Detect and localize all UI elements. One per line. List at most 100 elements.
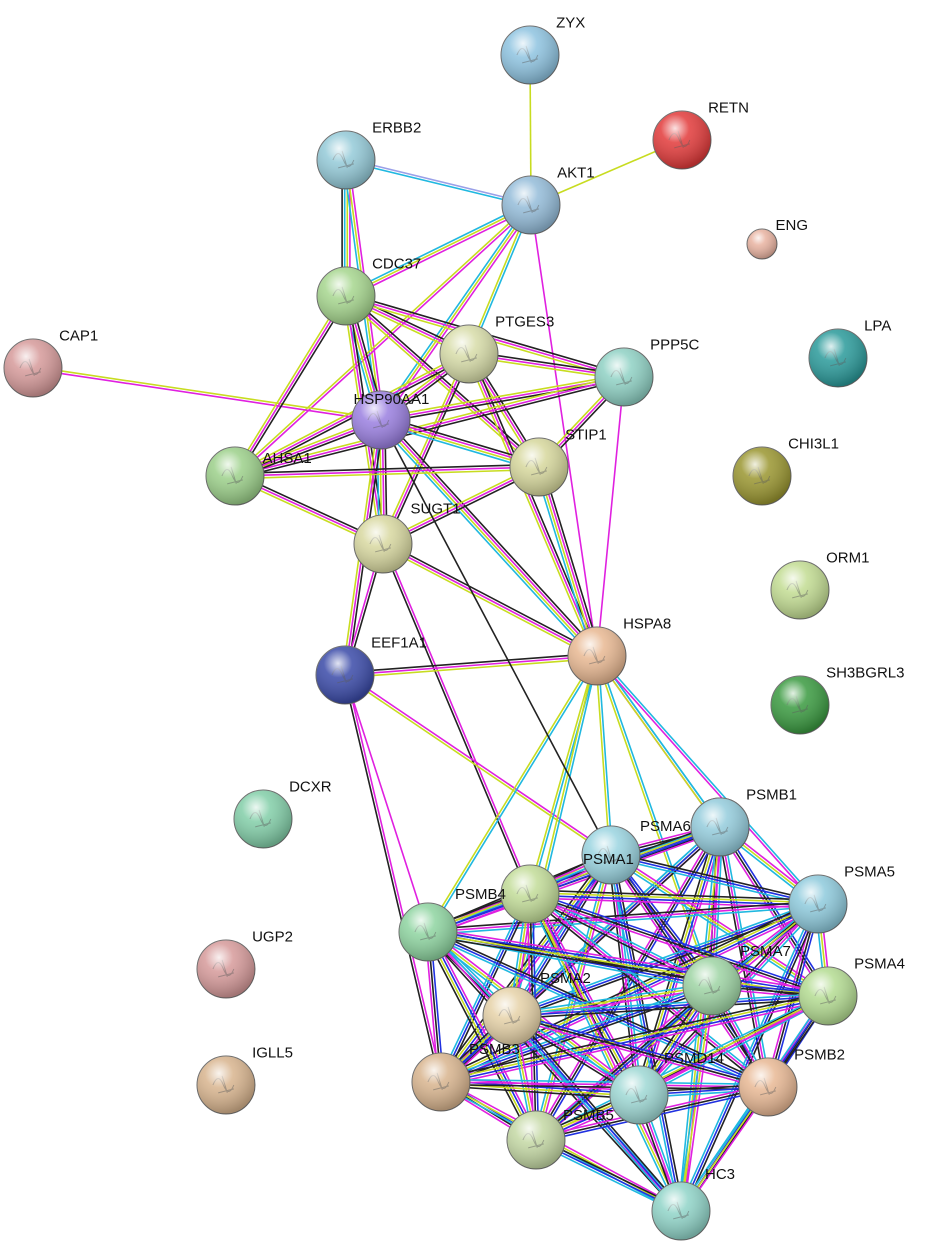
node-label: PSMA1 [583, 851, 634, 868]
node-psmb3[interactable]: PSMB3 [411, 1041, 520, 1112]
edge-CAP1-HSP90AA1 [32, 368, 381, 423]
node-label: SUGT1 [411, 501, 461, 518]
edge-SUGT1-PSMB4 [381, 544, 530, 895]
node-retn[interactable]: RETN [652, 99, 749, 170]
node-ahsa1[interactable]: AHSA1 [205, 446, 312, 506]
edge-PSMB3-PSMB2 [441, 1078, 769, 1086]
node-gloss [809, 329, 867, 387]
edge-PSMA1-PSMA4 [610, 854, 829, 997]
edge-HSPA8-PSMA2 [509, 655, 597, 1016]
node-gloss [234, 790, 292, 848]
node-gloss [440, 325, 498, 383]
edge-PSMA1-PSMB3 [437, 852, 609, 1081]
node-psma1[interactable]: PSMA1 [581, 825, 641, 885]
node-label: SH3BGRL3 [826, 664, 904, 681]
node-hsp90aa1[interactable]: HSP90AA1 [351, 390, 429, 450]
node-cdc37[interactable]: CDC37 [316, 255, 421, 326]
node-stip1[interactable]: STIP1 [509, 426, 607, 497]
node-label: HC3 [705, 1166, 735, 1183]
edge-PSMA7-PSMA2 [511, 982, 712, 1015]
edge-PSMA1-PSMA4 [611, 852, 830, 995]
node-gloss [399, 903, 457, 961]
node-psmb2[interactable]: PSMB2 [738, 1046, 845, 1117]
node-gloss [507, 1111, 565, 1169]
node-sugt1[interactable]: SUGT1 [353, 501, 461, 574]
edge-PSMA5-HC3 [677, 902, 817, 1211]
node-orm1[interactable]: ORM1 [770, 549, 869, 620]
edge-CDC37-AHSA1 [236, 296, 349, 478]
node-ptges3[interactable]: PTGES3 [439, 313, 554, 384]
node-lpa[interactable]: LPA [808, 317, 891, 388]
edge-EEF1A1-PSMB3 [345, 674, 444, 1082]
edge-PSMA5-PSMB4_ALT [427, 903, 819, 933]
node-label: AHSA1 [263, 450, 312, 467]
edge-EEF1A1-HSPA8 [344, 655, 598, 676]
node-igll5[interactable]: IGLL5 [196, 1044, 293, 1115]
edge-PTGES3-SUGT1 [379, 352, 468, 544]
node-psma6[interactable]: PSMA6 [640, 797, 750, 857]
edge-PSMA2-PSMB2 [511, 1017, 768, 1091]
node-gloss [771, 561, 829, 619]
node-chi3l1[interactable]: CHI3L1 [732, 435, 839, 506]
edge-EEF1A1-HSPA8 [344, 652, 597, 674]
node-psmb4_alt[interactable] [398, 902, 458, 962]
edge-ERBB2-AKT1 [345, 160, 531, 208]
node-eng[interactable]: ENG [746, 217, 808, 260]
node-label: CDC37 [372, 255, 421, 272]
node-hc3[interactable]: HC3 [651, 1166, 735, 1241]
node-psmb5[interactable]: PSMB5 [506, 1107, 614, 1170]
node-ppp5c[interactable]: PPP5C [594, 336, 699, 407]
node-label: AKT1 [557, 164, 595, 181]
node-cap1[interactable]: CAP1 [3, 327, 98, 398]
node-zyx[interactable]: ZYX [500, 14, 585, 85]
edge-HSPA8-PSMA1 [597, 655, 614, 855]
edge-AHSA1-STIP1 [234, 463, 539, 475]
edge-PSMA4-PSMB5 [536, 997, 830, 1144]
node-label: PSMA4 [854, 955, 905, 972]
edge-AKT1-AHSA1 [233, 203, 531, 476]
edge-PSMB3-PSMB2 [440, 1081, 769, 1088]
edge-STIP1-HSPA8 [534, 467, 595, 658]
node-psmd14[interactable]: PSMD14 [609, 1050, 724, 1125]
node-label: PPP5C [650, 336, 699, 353]
node-psmb4[interactable]: PSMB4 [455, 864, 560, 924]
node-gloss [317, 131, 375, 189]
node-eef1a1[interactable]: EEF1A1 [315, 634, 427, 705]
edge-PSMA5-PSMB3 [441, 904, 819, 1084]
edge-PSMB1-PSMA4 [717, 827, 827, 998]
edge-PSMB4-HC3 [529, 893, 682, 1212]
edge-HSPA8-PSMB4_ALT [428, 656, 599, 934]
node-akt1[interactable]: AKT1 [501, 164, 595, 235]
node-label: UGP2 [252, 928, 293, 945]
node-psma5[interactable]: PSMA5 [788, 863, 895, 934]
edge-PSMB4-PSMB2 [529, 893, 769, 1088]
edge-PSMA5-PSMA2 [510, 900, 818, 1015]
edge-PSMB4-PSMA4 [529, 893, 829, 997]
node-dcxr[interactable]: DCXR [233, 778, 332, 849]
node-gloss [501, 26, 559, 84]
node-gloss [691, 798, 749, 856]
edge-EEF1A1-HSPA8 [345, 657, 598, 679]
node-erbb2[interactable]: ERBB2 [316, 119, 421, 190]
edge-PSMA4-PSMA2 [511, 992, 828, 1015]
edge-PSMA1-PSMA5 [610, 854, 819, 905]
edge-PSMB4-PSMB3 [440, 893, 531, 1083]
edge-HSP90AA1-HSPA8 [377, 422, 595, 660]
node-gloss [197, 940, 255, 998]
edge-EEF1A1-PSMB3 [342, 675, 441, 1083]
node-psma2[interactable]: PSMA2 [482, 970, 591, 1046]
node-label: PSMA2 [540, 970, 591, 987]
node-psma4[interactable]: PSMA4 [798, 955, 905, 1026]
node-ugp2[interactable]: UGP2 [196, 928, 293, 999]
node-sh3bgrl3[interactable]: SH3BGRL3 [770, 664, 904, 735]
node-psma7[interactable]: PSMA7 [682, 943, 791, 1016]
edge-PTGES3-AHSA1 [233, 350, 469, 475]
edge-PPP5C-HSPA8 [596, 376, 625, 657]
edge-AKT1-HSPA8 [530, 204, 598, 657]
node-hspa8[interactable]: HSPA8 [567, 615, 671, 686]
edge-PSMB4_ALT-HC3 [429, 929, 684, 1210]
edge-HSPA8-PSMA2 [512, 656, 600, 1017]
node-label: HSPA8 [623, 615, 671, 632]
edge-PPP5C-AHSA1 [234, 376, 625, 477]
node-gloss [739, 1058, 797, 1116]
